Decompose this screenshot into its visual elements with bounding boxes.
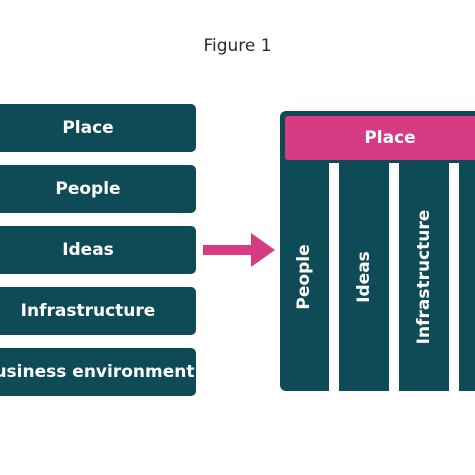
list-item-business-environment: Business environment <box>0 348 196 396</box>
list-item-place: Place <box>0 104 196 152</box>
pillar-people: People <box>294 244 314 310</box>
pillar-gap <box>389 163 399 391</box>
place-header: Place <box>285 116 475 160</box>
list-item-infrastructure: Infrastructure <box>0 287 196 335</box>
figure-title: Figure 1 <box>203 36 272 56</box>
pillar-gap <box>329 163 339 391</box>
list-item-ideas: Ideas <box>0 226 196 274</box>
pillar-infrastructure: Infrastructure <box>414 209 434 345</box>
pillar-ideas: Ideas <box>354 251 374 303</box>
arrow-right-icon <box>203 233 275 267</box>
list-item-people: People <box>0 165 196 213</box>
pillar-gap <box>449 163 459 391</box>
